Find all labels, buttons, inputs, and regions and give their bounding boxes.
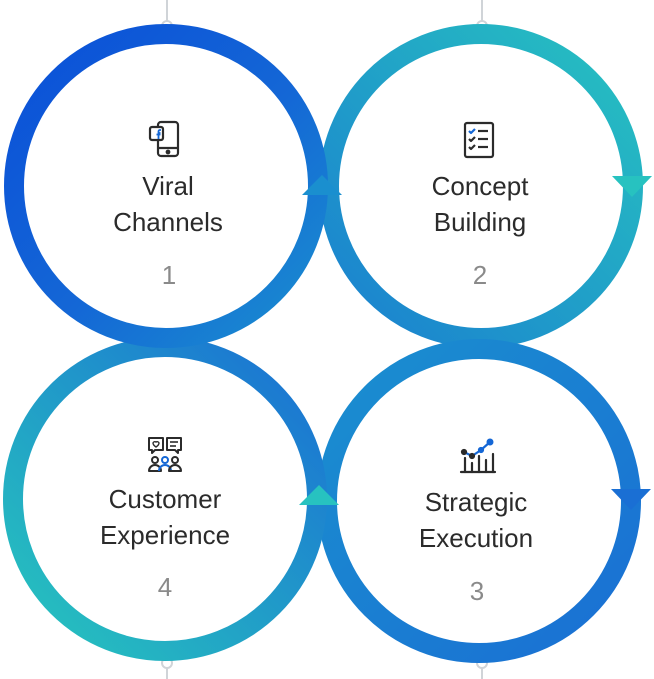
label-line: Viral [142, 171, 194, 201]
label-line: Strategic [424, 487, 528, 517]
step-number: 2 [472, 260, 488, 290]
arrow-down-icon [612, 176, 652, 197]
step-number: 1 [161, 260, 177, 290]
label-line: Execution [418, 523, 534, 553]
arrow-up-icon [299, 485, 339, 505]
mobile-facebook-icon [148, 120, 180, 158]
arrow-down-icon [611, 489, 651, 510]
label-line: Channels [113, 207, 223, 237]
customer-feedback-icon [148, 437, 182, 472]
step-label-concept-building: Concept Building [370, 168, 590, 240]
checklist-icon [463, 121, 495, 159]
label-line: Customer [108, 484, 222, 514]
step-label-strategic-execution: Strategic Execution [366, 484, 586, 556]
label-line: Concept [431, 171, 529, 201]
step-label-customer-experience: Customer Experience [55, 481, 275, 553]
step-number: 4 [157, 572, 173, 602]
step-number: 3 [469, 576, 485, 606]
growth-chart-icon [459, 438, 497, 474]
label-line: Experience [99, 520, 231, 550]
arrow-up-icon [302, 175, 342, 195]
step-label-viral-channels: Viral Channels [58, 168, 278, 240]
label-line: Building [433, 207, 527, 237]
